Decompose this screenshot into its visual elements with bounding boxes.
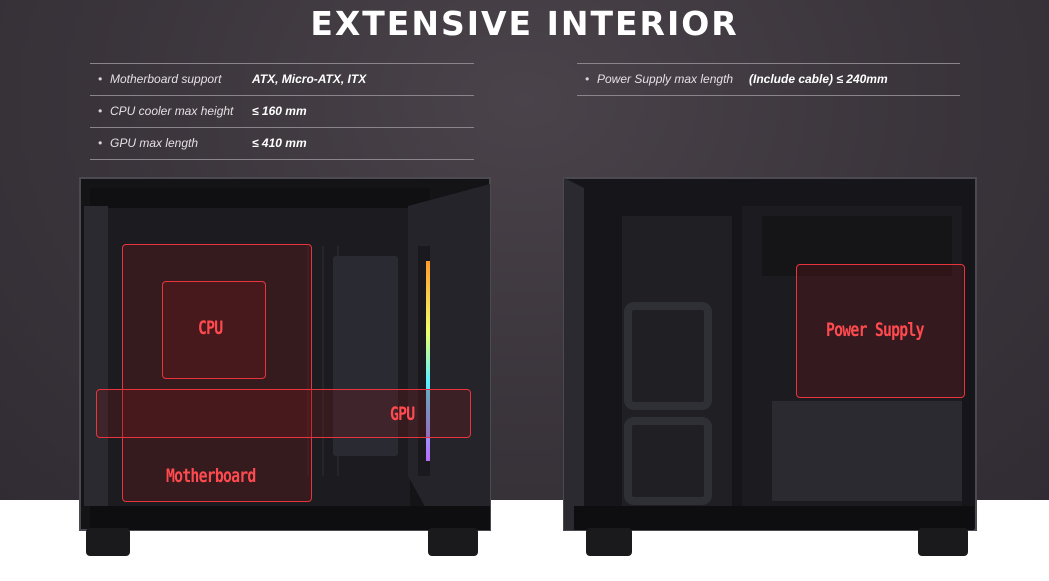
- case-image-front: [78, 176, 496, 560]
- bullet-icon: •: [98, 104, 103, 118]
- spec-row-motherboard: • Motherboard support ATX, Micro-ATX, IT…: [90, 63, 474, 96]
- case-image-rear: [562, 176, 982, 560]
- motherboard-label: Motherboard: [166, 465, 256, 487]
- cpu-label: CPU: [198, 317, 223, 339]
- spec-label: CPU cooler max height: [110, 104, 234, 118]
- spec-value: ≤ 160 mm: [252, 104, 307, 118]
- bullet-icon: •: [98, 136, 103, 150]
- power-supply-label: Power Supply: [826, 319, 925, 341]
- gpu-label: GPU: [390, 403, 415, 425]
- spec-value: (Include cable) ≤ 240mm: [749, 72, 888, 86]
- page-title: EXTENSIVE INTERIOR: [310, 4, 739, 43]
- bullet-icon: •: [585, 72, 590, 86]
- spec-row-gpu: • GPU max length ≤ 410 mm: [90, 128, 474, 160]
- bullet-icon: •: [98, 72, 103, 86]
- spec-label: Power Supply max length: [597, 72, 734, 86]
- spec-row-power-supply: • Power Supply max length (Include cable…: [577, 63, 960, 96]
- pc-case-front-illustration: [79, 177, 491, 556]
- spec-row-cpu-cooler: • CPU cooler max height ≤ 160 mm: [90, 96, 474, 128]
- spec-label: Motherboard support: [110, 72, 222, 86]
- spec-value: ATX, Micro-ATX, ITX: [252, 72, 367, 86]
- cpu-highlight: [162, 281, 266, 379]
- spec-value: ≤ 410 mm: [252, 136, 307, 150]
- pc-case-rear-illustration: [563, 177, 977, 556]
- power-supply-highlight: [796, 264, 965, 398]
- motherboard-highlight: [122, 244, 312, 502]
- spec-list-left: • Motherboard support ATX, Micro-ATX, IT…: [90, 63, 474, 160]
- spec-list-right: • Power Supply max length (Include cable…: [577, 63, 960, 96]
- spec-label: GPU max length: [110, 136, 199, 150]
- gpu-highlight: [96, 389, 471, 438]
